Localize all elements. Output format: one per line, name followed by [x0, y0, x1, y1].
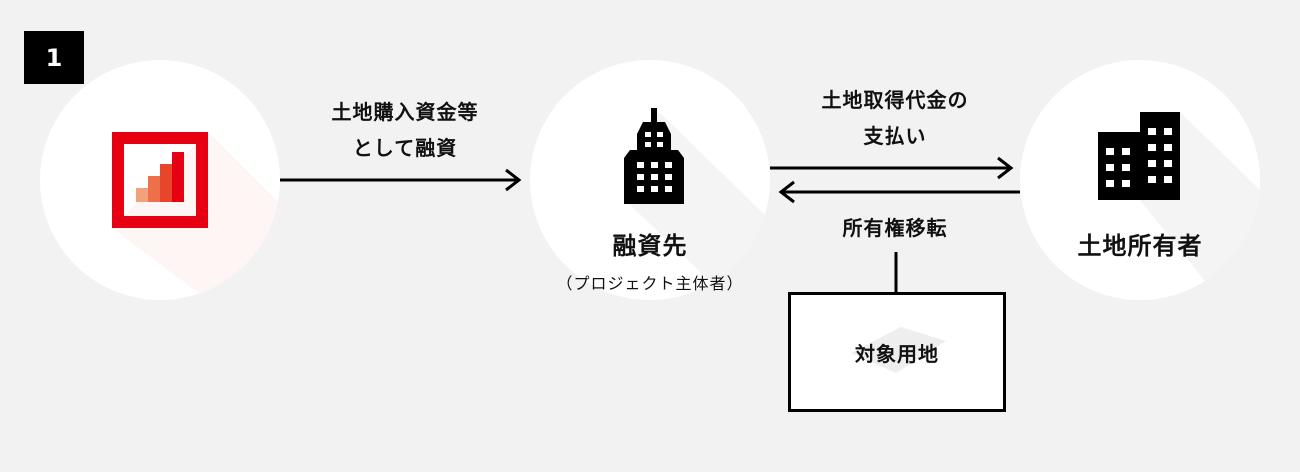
financing-label-line1: 土地購入資金等	[331, 100, 479, 124]
borrower-label: 融資先	[612, 232, 688, 260]
land-plot-icon	[851, 327, 946, 373]
land-box: 対象用地	[788, 292, 1006, 412]
office-tower-icon	[624, 108, 770, 300]
financing-label-line2: として融資	[352, 136, 458, 160]
financing-label: 土地購入資金等 として融資	[290, 94, 520, 166]
landowner-node	[1020, 60, 1260, 300]
payment-label: 土地取得代金の 支払い	[780, 82, 1010, 154]
borrower-node	[530, 60, 770, 300]
borrower-sublabel: （プロジェクト主体者）	[556, 274, 744, 293]
payment-label-line1: 土地取得代金の	[821, 88, 969, 112]
buildings-icon	[1098, 112, 1260, 300]
payment-label-line2: 支払い	[863, 124, 927, 148]
lender-node	[40, 60, 280, 300]
land-label: 対象用地	[855, 341, 939, 366]
transfer-label: 所有権移転	[842, 216, 948, 240]
step-badge: 1	[24, 31, 84, 84]
landowner-label: 土地所有者	[1077, 232, 1203, 260]
bank-logo-icon	[112, 132, 280, 300]
